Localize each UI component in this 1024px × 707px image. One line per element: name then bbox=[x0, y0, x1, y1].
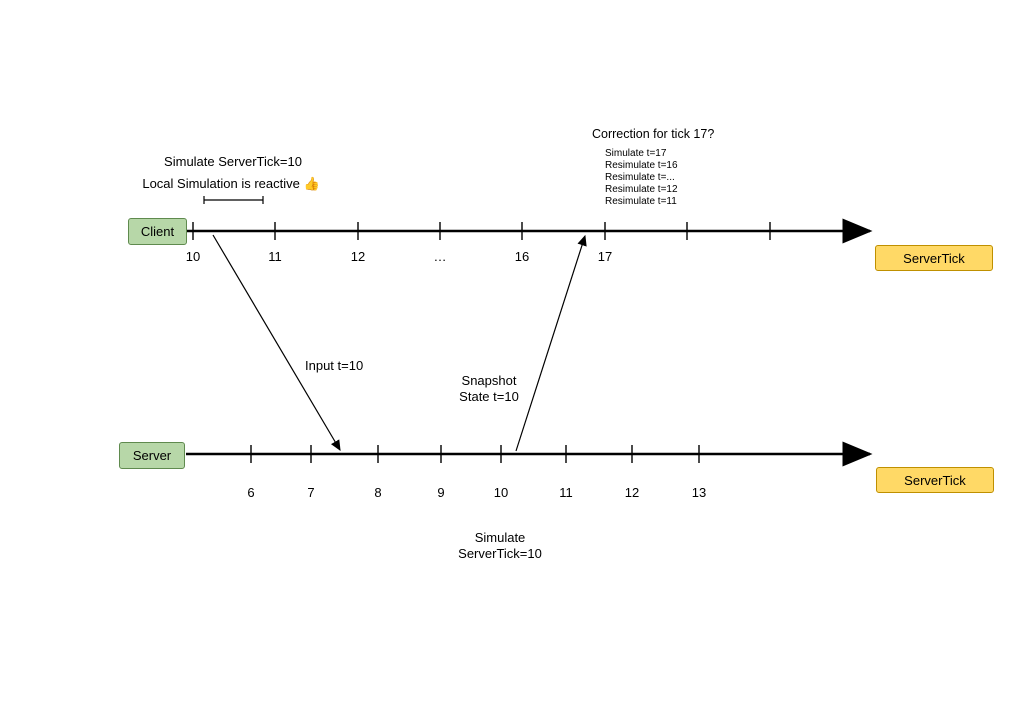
server-tick-label: 13 bbox=[691, 485, 707, 500]
client-timeline-axis bbox=[187, 218, 873, 244]
input-arrow-label: Input t=10 bbox=[305, 358, 364, 373]
client-tick-label: 10 bbox=[185, 249, 201, 264]
simulate-servertick-annotation: Simulate ServerTick=10 bbox=[164, 154, 302, 169]
correction-line: Resimulate t=12 bbox=[605, 184, 678, 195]
client-tick-label: 12 bbox=[350, 249, 366, 264]
server-tick-marks bbox=[250, 445, 700, 463]
client-tick-label: 11 bbox=[268, 249, 282, 264]
server-timeline-axis bbox=[186, 441, 873, 467]
snapshot-label-line1: Snapshot bbox=[461, 373, 517, 388]
server-servertick-badge: ServerTick bbox=[876, 467, 994, 493]
server-servertick-badge-label: ServerTick bbox=[904, 472, 966, 488]
correction-line: Simulate t=17 bbox=[605, 148, 667, 159]
range-marker bbox=[203, 196, 264, 204]
simulate-bottom-line2: ServerTick=10 bbox=[458, 546, 542, 561]
client-servertick-badge-label: ServerTick bbox=[903, 250, 965, 266]
server-tick-label: 6 bbox=[247, 485, 255, 500]
correction-title: Correction for tick 17? bbox=[592, 127, 715, 141]
client-label-box: Client bbox=[128, 218, 187, 245]
client-tick-label: … bbox=[433, 249, 447, 264]
server-tick-label: 8 bbox=[374, 485, 382, 500]
server-label-box: Server bbox=[119, 442, 185, 469]
client-tick-label: 16 bbox=[514, 249, 530, 264]
local-simulation-annotation: Local Simulation is reactive 👍 bbox=[142, 176, 320, 191]
client-tick-marks bbox=[192, 222, 771, 240]
input-arrow bbox=[212, 234, 341, 452]
server-tick-label: 10 bbox=[493, 485, 509, 500]
correction-line: Resimulate t=11 bbox=[605, 196, 677, 207]
snapshot-arrow bbox=[515, 234, 587, 452]
server-tick-label: 11 bbox=[559, 485, 573, 500]
server-tick-label: 7 bbox=[307, 485, 315, 500]
correction-line: Resimulate t=... bbox=[605, 172, 675, 183]
server-tick-label: 9 bbox=[437, 485, 445, 500]
correction-line: Resimulate t=16 bbox=[605, 160, 678, 171]
simulate-bottom-line1: Simulate bbox=[474, 530, 526, 545]
server-label: Server bbox=[132, 448, 172, 463]
client-tick-label: 17 bbox=[597, 249, 613, 264]
client-servertick-badge: ServerTick bbox=[875, 245, 993, 271]
snapshot-label-line2: State t=10 bbox=[459, 389, 519, 404]
client-label: Client bbox=[140, 224, 175, 239]
server-tick-label: 12 bbox=[624, 485, 640, 500]
